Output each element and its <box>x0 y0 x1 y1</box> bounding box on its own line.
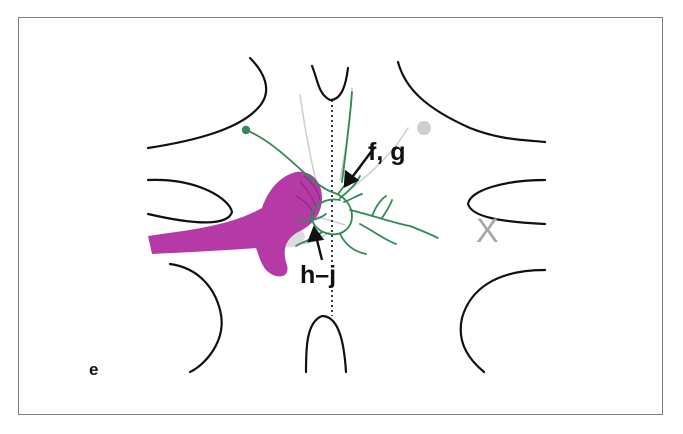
outline-lower-right <box>461 270 545 372</box>
arrow-label-fg: f, g <box>368 140 406 165</box>
outline-lower-left <box>170 264 222 372</box>
arrow-label-hj: h–j <box>300 263 336 288</box>
midline-marker-x: X <box>476 214 499 248</box>
outline-left-upper-arm <box>148 180 232 223</box>
gray-soma <box>417 121 431 135</box>
outline-bottom-notch <box>306 316 346 372</box>
outline-top-notch <box>312 66 348 100</box>
panel-label: e <box>89 361 98 378</box>
green-soma <box>242 126 250 134</box>
outline-upper-left <box>148 58 266 148</box>
magenta-cell <box>148 172 322 277</box>
